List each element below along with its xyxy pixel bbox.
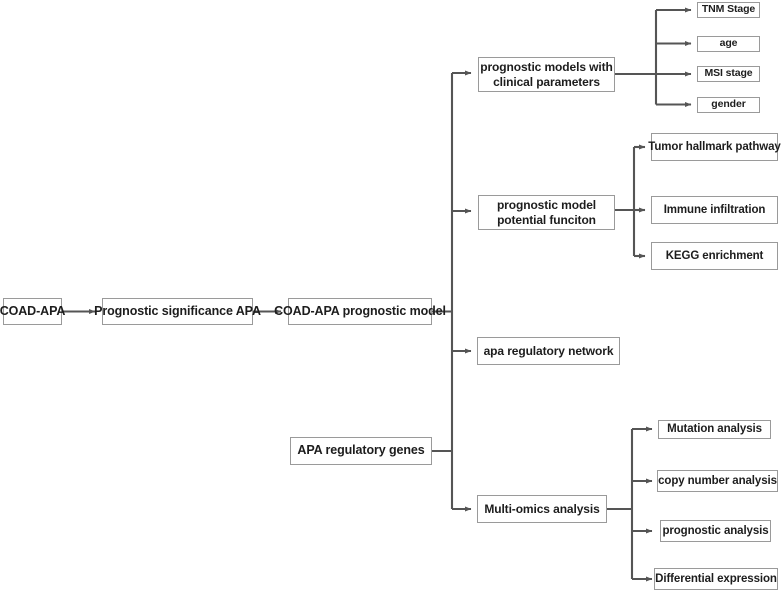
node-mutation-analysis[interactable]: Mutation analysis: [658, 420, 771, 439]
node-label: Immune infiltration: [663, 203, 766, 216]
node-age[interactable]: age: [697, 36, 760, 52]
node-label: KEGG enrichment: [665, 249, 764, 262]
node-label-line1: prognostic models with: [480, 60, 613, 74]
node-tnm-stage[interactable]: TNM Stage: [697, 2, 760, 18]
node-copy-number-analysis[interactable]: copy number analysis: [657, 470, 778, 492]
node-prognostic-analysis[interactable]: prognostic analysis: [660, 520, 771, 542]
node-apa-regulatory-genes[interactable]: APA regulatory genes: [290, 437, 432, 465]
node-label-line2: clinical parameters: [493, 74, 600, 89]
node-apa-regulatory-network[interactable]: apa regulatory network: [477, 337, 620, 365]
node-label: Multi-omics analysis: [484, 501, 600, 516]
node-label: COAD-APA: [0, 303, 66, 318]
node-coad-apa[interactable]: COAD-APA: [0, 298, 66, 325]
node-label: COAD-APA prognostic model: [274, 303, 446, 318]
node-coad-apa-prognostic-model[interactable]: COAD-APA prognostic model: [274, 298, 446, 325]
node-differential-expression[interactable]: Differential expression: [654, 568, 778, 590]
node-prognostic-models-with-clinical-parameters[interactable]: prognostic models with clinical paramete…: [478, 57, 615, 92]
node-label: copy number analysis: [658, 474, 777, 487]
node-label: Differential expression: [655, 572, 777, 585]
node-label: age: [719, 37, 738, 50]
node-label: MSI stage: [704, 67, 753, 80]
node-immune-infiltration[interactable]: Immune infiltration: [651, 196, 778, 224]
node-label: Mutation analysis: [667, 423, 762, 436]
node-label-line2: potential funciton: [497, 212, 596, 227]
node-prognostic-significance-apa[interactable]: Prognostic significance APA: [94, 298, 261, 325]
node-tumor-hallmark-pathway[interactable]: Tumor hallmark pathway: [648, 133, 781, 161]
node-gender[interactable]: gender: [697, 97, 760, 113]
node-label: prognostic analysis: [662, 524, 769, 537]
node-kegg-enrichment[interactable]: KEGG enrichment: [651, 242, 778, 270]
node-msi-stage[interactable]: MSI stage: [697, 66, 760, 82]
node-prognostic-model-potential-function[interactable]: prognostic model potential funciton: [478, 195, 615, 230]
node-label-line1: prognostic model: [496, 198, 597, 212]
node-label: gender: [711, 98, 746, 111]
node-label: APA regulatory genes: [297, 443, 425, 458]
node-label: Tumor hallmark pathway: [648, 140, 781, 153]
node-label: apa regulatory network: [483, 343, 614, 358]
node-label: TNM Stage: [701, 3, 756, 16]
node-multi-omics-analysis[interactable]: Multi-omics analysis: [477, 495, 607, 523]
node-label: Prognostic significance APA: [94, 303, 261, 318]
